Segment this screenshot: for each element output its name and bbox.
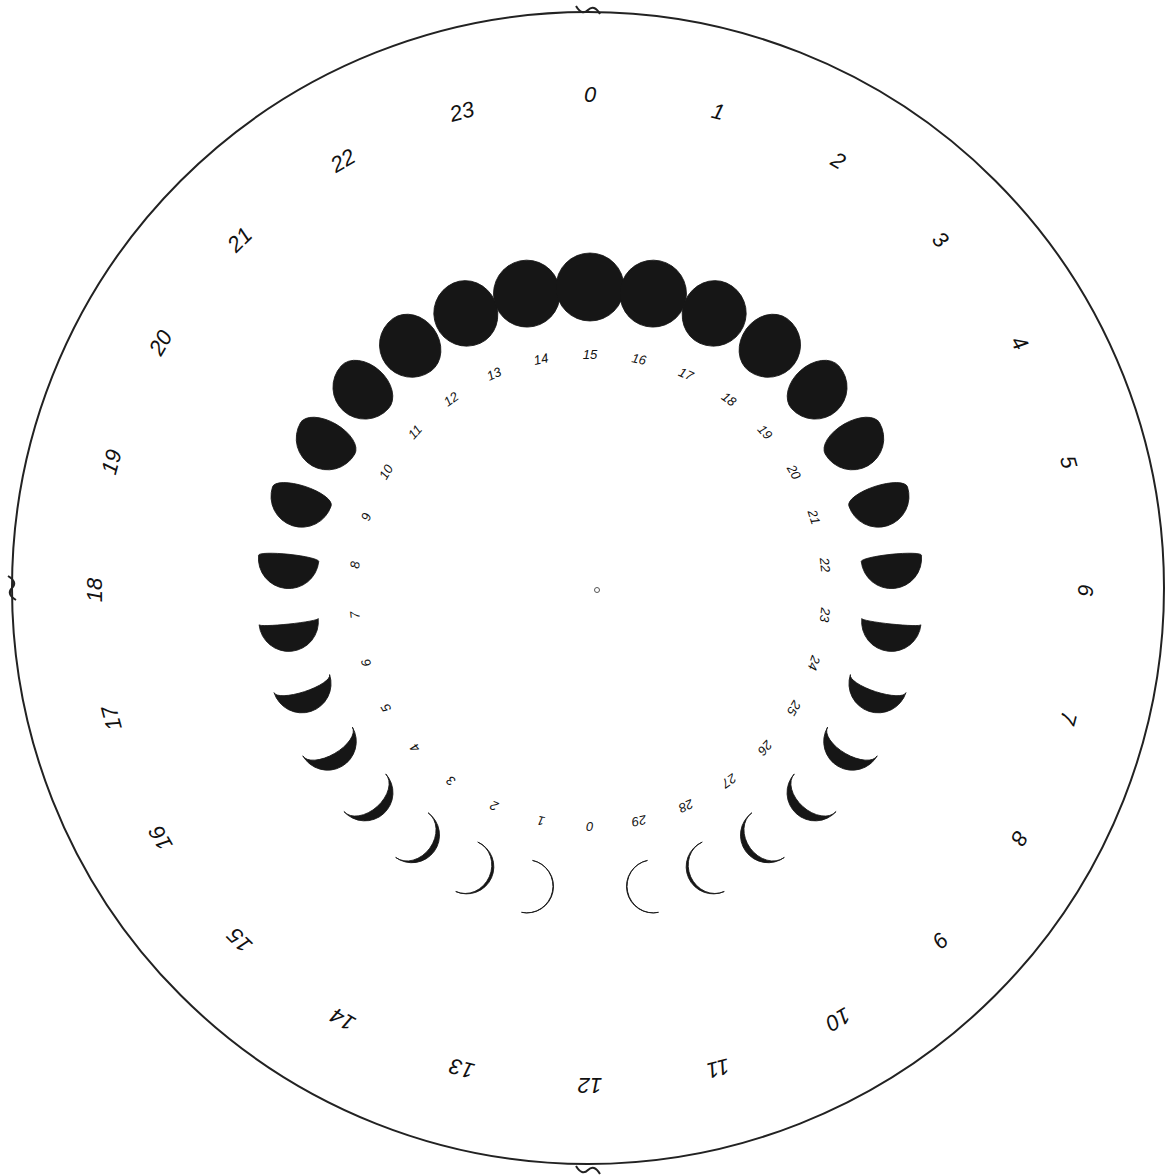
hour-number: 17 [98,703,126,732]
moon-phase [775,774,836,833]
day-number: 0 [586,820,593,833]
hour-number: 12 [578,1074,602,1096]
hour-number: 20 [146,326,177,358]
day-number: 12 [442,390,461,409]
day-number: 24 [806,654,823,672]
day-number: 19 [756,422,775,441]
moon-phase [813,727,877,780]
day-number: 29 [631,813,648,829]
hour-number: 16 [146,821,177,853]
hour-number: 15 [224,924,257,957]
moon-phase [556,253,624,321]
day-number: 11 [405,423,424,442]
outer-circle [12,12,1164,1164]
moon-phase [456,842,503,902]
hour-number: 4 [1006,332,1031,354]
moon-phase [678,842,725,902]
moon-phase [859,619,921,655]
moon-phase [344,774,405,833]
hour-number: 9 [928,928,952,952]
day-number: 7 [348,610,362,619]
day-number: 9 [358,512,373,523]
moon-phase [487,254,566,333]
moon-phase [259,619,321,655]
hour-number: 19 [98,447,126,476]
moon-phase [730,813,785,874]
moon-phase [817,408,895,481]
moon-phase [622,860,659,917]
moon-phase [274,675,339,721]
day-number: 18 [719,390,738,409]
hour-number: 21 [224,224,257,257]
day-number: 3 [445,774,458,789]
moon-ring [255,253,924,918]
hour-number: 23 [447,98,476,126]
left-mark [8,576,16,600]
day-number: 23 [817,607,831,623]
moon-phase [521,860,558,917]
moon-phase [396,813,451,874]
day-number: 17 [677,366,696,384]
moon-phase [777,349,861,432]
center-dot [595,588,600,593]
day-number: 21 [806,508,823,526]
day-number: 16 [631,351,648,367]
moon-phase [841,675,906,721]
day-number: 28 [677,797,696,815]
hour-number: 3 [928,228,952,252]
hour-number: 6 [1074,584,1096,596]
day-number: 2 [488,798,500,813]
day-number: 8 [348,561,362,570]
hour-number: 13 [447,1054,476,1082]
moon-phase [861,551,925,591]
day-number: 14 [532,351,549,367]
hour-number: 2 [827,149,849,174]
moon-phase [285,408,363,481]
hour-number: 7 [1056,709,1080,727]
moon-phase [846,477,917,535]
day-number: 20 [785,462,803,481]
moon-phase [263,477,334,535]
day-number: 1 [536,814,546,828]
day-number: 10 [376,462,394,481]
hour-number: 5 [1056,453,1080,471]
hour-number: 0 [584,84,596,106]
hour-number: 8 [1006,827,1031,849]
hour-number: 18 [84,578,106,602]
bottom-mark [576,1166,600,1174]
day-number: 15 [583,348,597,361]
day-number: 13 [485,366,504,384]
top-mark [576,6,600,14]
hour-number: 11 [704,1055,732,1082]
day-number: 26 [756,738,775,757]
hour-number: 1 [709,100,727,124]
day-number: 5 [378,702,393,715]
day-number: 4 [407,741,422,755]
moon-phase [614,254,693,333]
hour-number: 14 [326,1003,358,1034]
moon-phase [303,727,367,780]
hour-number: 22 [326,146,358,177]
day-number: 6 [358,657,373,668]
day-number: 27 [719,771,738,790]
day-number: 22 [817,557,831,573]
moon-phase [255,551,319,591]
hour-number: 10 [821,1003,853,1034]
day-number: 25 [785,698,803,717]
